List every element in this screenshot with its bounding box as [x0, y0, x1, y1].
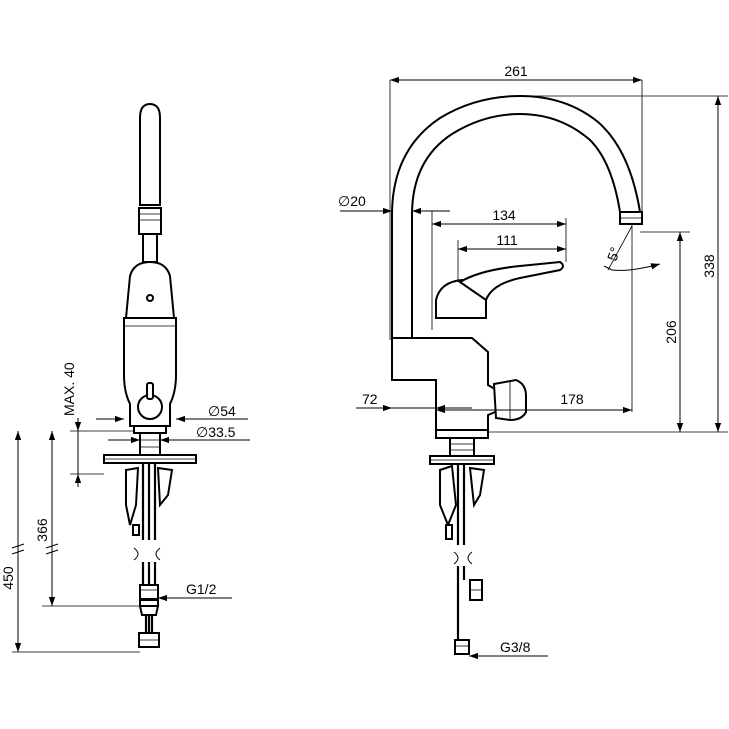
- dim-dia-33-5: ∅33.5: [196, 424, 236, 440]
- dim-366: 366: [34, 518, 50, 542]
- dim-111: 111: [496, 232, 517, 248]
- side-view-dimensions: 261 ∅20 134 111 5° 206 338 72: [338, 63, 728, 660]
- dim-72: 72: [362, 391, 378, 407]
- dim-338: 338: [701, 254, 717, 278]
- side-view: [391, 94, 643, 655]
- dim-dia-20: ∅20: [338, 193, 366, 209]
- dim-angle-5: 5°: [604, 245, 624, 263]
- thread-g1-2: G1/2: [186, 581, 217, 597]
- dim-178: 178: [560, 391, 584, 407]
- dim-134: 134: [492, 207, 516, 223]
- dim-206: 206: [663, 320, 679, 344]
- dim-dia-54: ∅54: [208, 403, 236, 419]
- thread-g3-8: G3/8: [500, 639, 531, 655]
- front-view: [103, 102, 197, 648]
- dim-max-40: MAX. 40: [61, 362, 77, 416]
- front-view-dimensions: MAX. 40 ∅54 ∅33.5 366 450 G1/2: [0, 362, 250, 653]
- dim-450: 450: [0, 566, 16, 590]
- dim-261: 261: [504, 63, 528, 79]
